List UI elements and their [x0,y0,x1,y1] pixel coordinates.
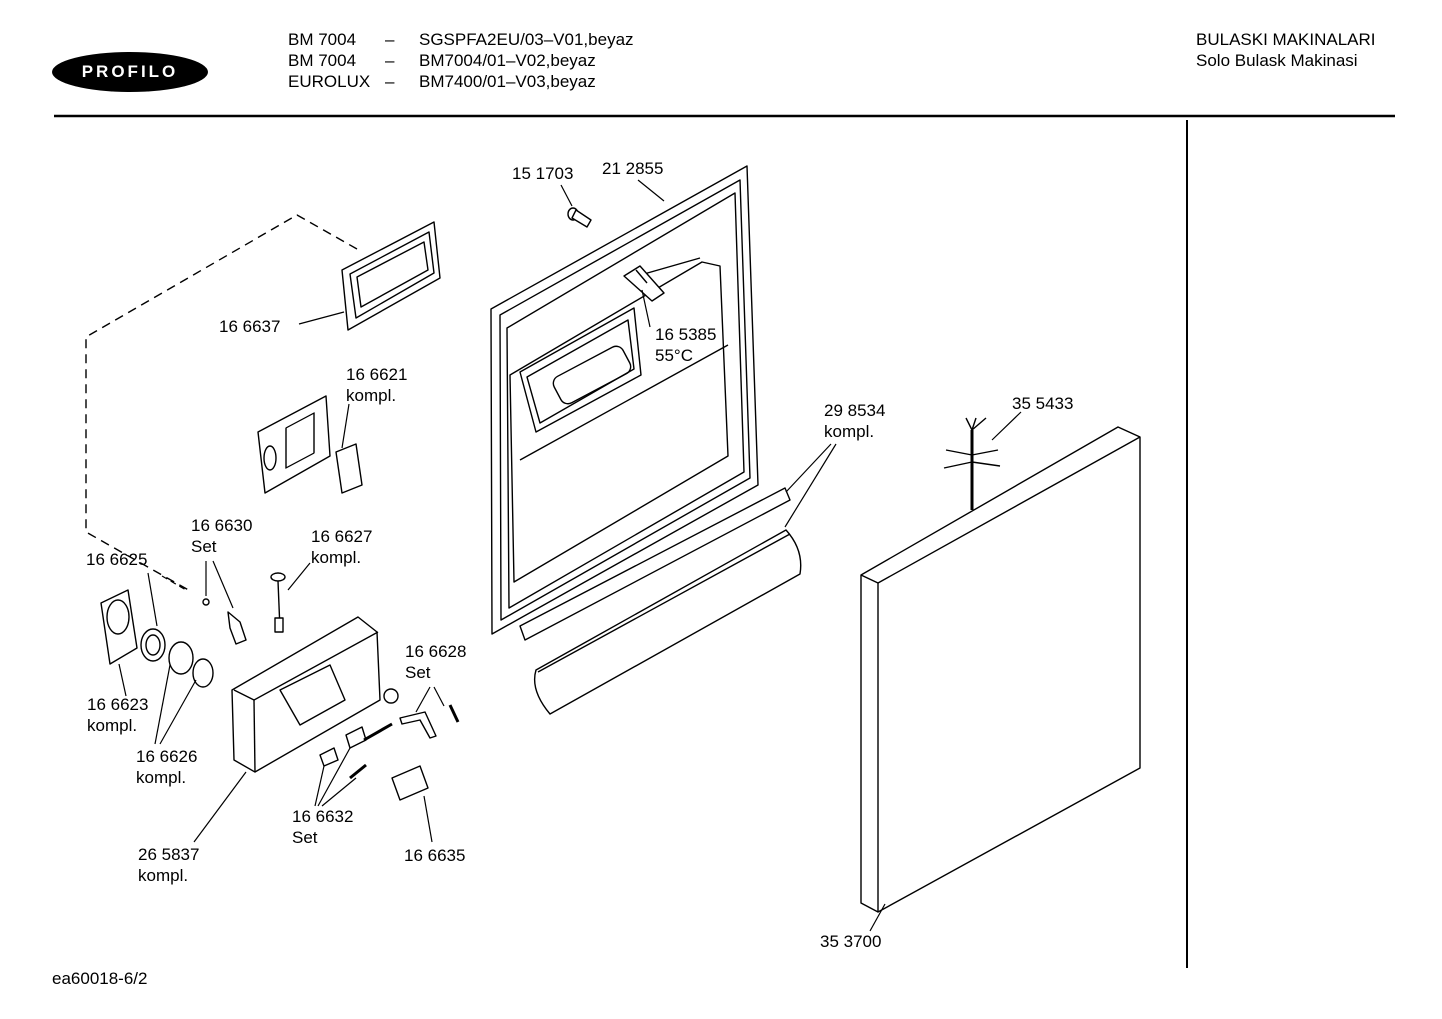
part-note-166628: Set [405,663,431,682]
subcategory-title: Solo Bulask Makinasi [1196,51,1358,70]
part-151703-screw [567,207,592,228]
part-166626-bushing [168,641,214,688]
part-166628-set [383,688,460,739]
part-label-166628: 16 6628 [405,642,467,661]
part-label-355433: 35 5433 [1012,394,1074,413]
part-note-166627: kompl. [311,548,362,567]
part-label-265837: 26 5837 [138,845,200,864]
leader-lines [118,179,1022,932]
part-label-166637: 16 6637 [219,317,281,336]
part-166637-gasket [341,221,441,331]
part-note-166621: kompl. [346,386,397,405]
part-166621-filter [257,395,363,494]
part-label-353700: 35 3700 [820,932,882,951]
part-note-265837: kompl. [138,866,189,885]
part-label-212855: 21 2855 [602,159,664,178]
part-note-166632: Set [292,828,318,847]
brand-logo: PROFILO [52,52,208,92]
part-265837-dispenser-housing [231,616,381,773]
model-dash-3: – [385,72,395,91]
part-note-166630: Set [191,537,217,556]
model-name-2: BM 7004 [288,51,357,70]
model-dash-1: – [385,30,395,49]
part-label-151703: 15 1703 [512,164,574,183]
model-dash-2: – [385,51,395,70]
part-label-166626: 16 6626 [136,747,198,766]
model-name-1: BM 7004 [288,30,357,49]
model-code-1: SGSPFA2EU/03–V01,beyaz [419,30,634,49]
part-label-165385: 16 5385 [655,325,717,344]
category-title: BULASKI MAKINALARI [1196,30,1376,49]
part-166625-cover [100,589,138,665]
part-label-166625: 16 6625 [86,550,148,569]
assembly-dashed-line [85,214,358,593]
part-166623-ring [140,628,166,662]
part-label-166621: 16 6621 [346,365,408,384]
part-note-166623: kompl. [87,716,138,735]
part-label-166627: 16 6627 [311,527,373,546]
part-label-166632: 16 6632 [292,807,354,826]
part-166627-valve [270,572,286,633]
part-label-166623: 16 6623 [87,695,149,714]
part-166635-switch [391,765,429,801]
part-355433-wiring [943,417,1001,510]
part-298534-handle-rail [519,487,802,715]
part-label-166630: 16 6630 [191,516,253,535]
part-note-298534: kompl. [824,422,875,441]
part-label-166635: 16 6635 [404,846,466,865]
part-166632-set [319,722,393,780]
part-353700-door-outer [860,426,1141,913]
part-note-166626: kompl. [136,768,187,787]
model-code-2: BM7004/01–V02,beyaz [419,51,596,70]
drawing-id: ea60018-6/2 [52,969,148,988]
part-166630-set [202,598,247,645]
part-label-298534: 29 8534 [824,401,886,420]
part-212855-door-inner [490,165,759,635]
part-note-165385: 55°C [655,346,693,365]
model-name-3: EUROLUX [288,72,371,91]
model-code-3: BM7400/01–V03,beyaz [419,72,596,91]
